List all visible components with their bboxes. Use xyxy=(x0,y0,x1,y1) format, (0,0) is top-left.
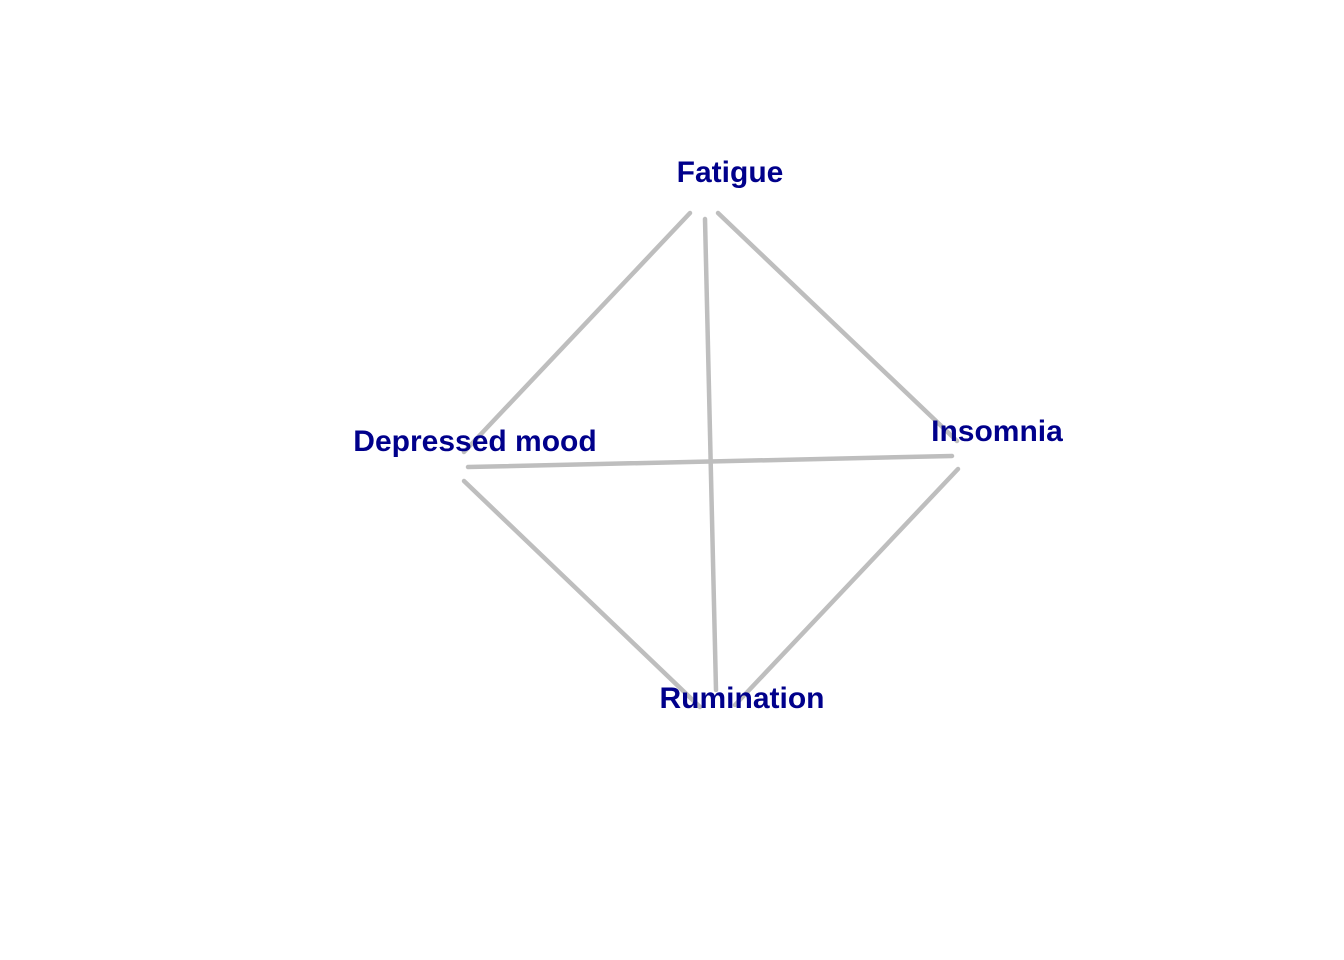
node-label-depressed-mood: Depressed mood xyxy=(353,425,596,458)
edge-depressed-mood-insomnia xyxy=(465,453,955,470)
edge-fatigue-rumination xyxy=(702,216,719,693)
node-label-rumination: Rumination xyxy=(660,682,825,715)
edge-insomnia-rumination xyxy=(732,466,961,708)
labels-layer: Fatigue Depressed mood Insomnia Ruminati… xyxy=(353,156,1063,715)
node-label-insomnia: Insomnia xyxy=(931,415,1063,448)
edge-depressed-mood-rumination xyxy=(461,478,703,710)
edges-layer xyxy=(461,210,961,710)
edge-fatigue-depressed-mood xyxy=(461,210,693,455)
node-label-fatigue: Fatigue xyxy=(677,156,784,189)
edge-fatigue-insomnia xyxy=(715,210,960,444)
